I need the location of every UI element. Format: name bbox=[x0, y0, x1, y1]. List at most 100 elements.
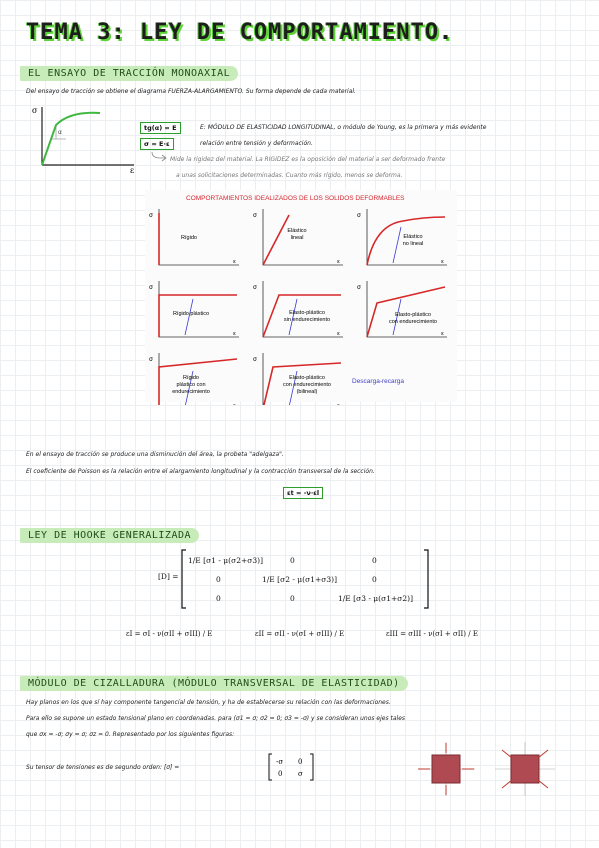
loading-arrow bbox=[392, 298, 402, 336]
panel-eps-label: ε bbox=[233, 259, 236, 265]
panel-label: plástico con bbox=[176, 382, 205, 388]
sketch-sigma-label: σ bbox=[32, 106, 38, 115]
section-heading-cizalladura: MÓDULO DE CIZALLADURA (MÓDULO TRANSVERSA… bbox=[20, 676, 408, 691]
matrix-r1c1: 1/E [σ1 - μ(σ2+σ3)] bbox=[188, 556, 263, 565]
tensor-text: Su tensor de tensiones es de segundo ord… bbox=[26, 764, 180, 771]
panel-label: Rígido bbox=[183, 375, 199, 381]
panel-sigma-label: σ bbox=[253, 284, 257, 291]
panel-eps-label: ε bbox=[441, 259, 444, 265]
arrow-icon bbox=[151, 151, 167, 162]
panel-eps-label: ε bbox=[233, 403, 236, 405]
poisson-line-1: En el ensayo de tracción se produce una … bbox=[26, 451, 284, 458]
section-heading-traccion: EL ENSAYO DE TRACCIÓN MONOAXIAL bbox=[20, 66, 239, 81]
matrix-r2c3: 0 bbox=[372, 575, 377, 584]
panel-axes bbox=[158, 209, 239, 266]
page-title: TEMA 3: LEY DE COMPORTAMIENTO. bbox=[26, 20, 454, 45]
formula-box-tg: tg(α) = E bbox=[140, 122, 181, 134]
panel-label: sin endurecimiento bbox=[284, 317, 330, 323]
behaviour-curve bbox=[262, 294, 341, 338]
text-young-b: relación entre tensión y deformación. bbox=[200, 140, 313, 147]
panel-axes bbox=[262, 353, 264, 405]
equation-eps3: εIII = σIII - ν(σI + σII) / E bbox=[386, 630, 478, 638]
panel-sigma-label: σ bbox=[253, 356, 257, 363]
stress-strain-sketch: σ ε α bbox=[32, 106, 134, 175]
matrix-label: [D] = bbox=[158, 572, 179, 581]
text-rigidez-b: a unas solicitaciones determinadas. Cuan… bbox=[176, 172, 403, 179]
loading-arrow bbox=[392, 226, 402, 264]
panel-sigma-label: σ bbox=[149, 212, 153, 219]
behaviour-curve bbox=[366, 286, 446, 338]
panel-eps-label: ε bbox=[337, 259, 340, 265]
matrix-r2c1: 0 bbox=[216, 575, 221, 584]
panel-label: lineal bbox=[291, 235, 304, 241]
panel-sigma-label: σ bbox=[357, 212, 361, 219]
matrix-r1c2: 0 bbox=[290, 556, 295, 565]
sketch-alpha-label: α bbox=[58, 129, 62, 136]
panel-eps-label: ε bbox=[337, 331, 340, 337]
behaviour-curve bbox=[158, 358, 238, 405]
panel-label: Elástico bbox=[403, 234, 422, 240]
equation-eps1: εI = σI - ν(σII + σIII) / E bbox=[126, 630, 213, 638]
tensor-a12: 0 bbox=[298, 758, 302, 766]
diagram-title: COMPORTAMIENTOS IDEALIZADOS DE LOS SOLID… bbox=[186, 195, 405, 202]
behaviour-curve bbox=[263, 362, 342, 405]
panel-label: Elasto-plástico bbox=[289, 310, 325, 316]
tensor-matrix: -σ 0 0 σ bbox=[268, 753, 314, 781]
descarga-recarga-label: Descarga-recarga bbox=[352, 378, 405, 385]
sketch-eps-label: ε bbox=[130, 166, 134, 175]
panel-label: con endurecimiento bbox=[389, 319, 437, 325]
tensor-a21: 0 bbox=[278, 770, 282, 778]
panel-sigma-label: σ bbox=[149, 356, 153, 363]
panel-label: con endurecimiento bbox=[283, 382, 331, 388]
equation-eps2: εII = σII - ν(σI + σIII) / E bbox=[255, 630, 345, 638]
loading-arrow bbox=[289, 370, 298, 405]
poisson-formula-box: εt = -ν·εl bbox=[283, 487, 324, 499]
loading-arrow bbox=[288, 298, 298, 336]
matrix-r3c3: 1/E [σ3 - μ(σ1+σ2)] bbox=[338, 594, 413, 603]
intro-text: Del ensayo de tracción se obtiene el dia… bbox=[26, 88, 356, 95]
tensor-a22: σ bbox=[298, 770, 303, 778]
panel-sigma-label: σ bbox=[149, 284, 153, 291]
panel-axes bbox=[262, 281, 343, 338]
panel-label: Elástico bbox=[287, 228, 306, 234]
panel-label: Rígido plástico bbox=[173, 311, 209, 317]
cizalla-line-2: Para ello se supone un estado tensional … bbox=[26, 715, 406, 722]
panel-label: (bilineal) bbox=[297, 389, 318, 395]
formula-box-hooke: σ = E·ε bbox=[140, 138, 174, 150]
matrix-r1c3: 0 bbox=[372, 556, 377, 565]
panel-eps-label: ε bbox=[233, 331, 236, 337]
panel-sigma-label: σ bbox=[357, 284, 361, 291]
matrix-r2c2: 1/E [σ2 - μ(σ1+σ3)] bbox=[262, 575, 337, 584]
panel-label: endurecimiento bbox=[172, 389, 210, 395]
behaviour-panel: σ ε Rígido plástico bbox=[149, 281, 239, 338]
panel-sigma-label: σ bbox=[253, 212, 257, 219]
behaviour-curve bbox=[158, 294, 237, 337]
cizalla-line-3: que σx = -σ; σy = σ; σz = 0. Representad… bbox=[26, 731, 235, 738]
panel-eps-label: ε bbox=[441, 331, 444, 337]
behaviour-curve bbox=[366, 216, 446, 266]
matrix-r3c2: 0 bbox=[290, 594, 295, 603]
panel-label: Elasto-plástico bbox=[289, 375, 325, 381]
loading-arrow bbox=[184, 298, 194, 336]
poisson-line-2: El coeficiente de Poisson es la relación… bbox=[26, 468, 375, 475]
behaviour-curve bbox=[262, 214, 290, 266]
text-young-a: E: MÓDULO DE ELASTICIDAD LONGITUDINAL, o… bbox=[200, 124, 487, 131]
panel-label: Elasto-plástico bbox=[395, 312, 431, 318]
matrix-r3c1: 0 bbox=[216, 594, 221, 603]
panel-eps-label: ε bbox=[337, 403, 340, 405]
tensor-a11: -σ bbox=[276, 758, 283, 766]
text-rigidez-a: Mide la rigidez del material. La RIGIDEZ… bbox=[170, 156, 446, 163]
loading-arrow bbox=[185, 370, 194, 405]
matrix-brackets bbox=[181, 549, 429, 609]
cizalla-line-1: Hay planos en los que sí hay componente … bbox=[26, 699, 391, 706]
panel-axes bbox=[158, 281, 239, 338]
stress-element-figures bbox=[418, 742, 555, 796]
